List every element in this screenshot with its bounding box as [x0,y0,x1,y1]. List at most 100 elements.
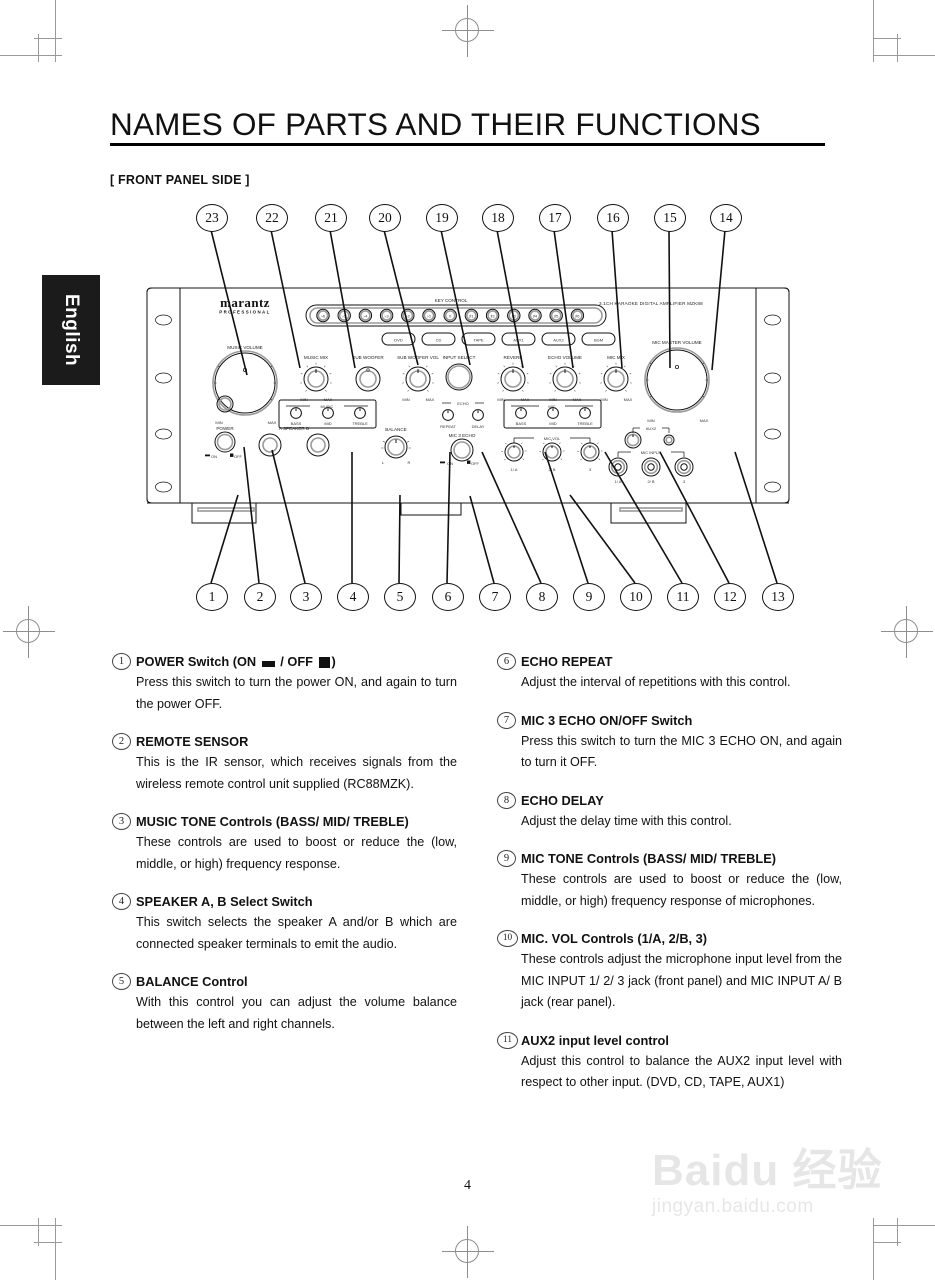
svg-text:♭5: ♭5 [342,313,347,318]
svg-text:DELAY: DELAY [472,424,485,429]
svg-text:ON: ON [447,461,453,466]
section-subheading: [ FRONT PANEL SIDE ] [110,173,250,187]
function-item-title: MUSIC TONE Controls (BASS/ MID/ TREBLE) [136,814,409,829]
callout-top-20: 20 [369,204,401,232]
function-item-title-pre: POWER Switch (ON [136,654,260,669]
callout-top-19: 19 [426,204,458,232]
function-item-title: AUX2 input level control [521,1032,669,1048]
function-item-title: REMOTE SENSOR [136,734,249,749]
callout-bottom-6: 6 [432,583,464,611]
crop-mark-bottom-left [0,1160,120,1280]
svg-text:♭4: ♭4 [363,313,368,318]
svg-text:2/ B: 2/ B [548,467,555,472]
registration-mark-right [881,606,933,658]
function-item-body: These controls adjust the microphone inp… [521,952,842,1009]
svg-text:MIN: MIN [647,418,654,423]
svg-text:REVERB: REVERB [504,355,523,360]
function-item-title: POWER Switch (ON / OFF ) [136,652,457,671]
svg-text:MIC VOL: MIC VOL [544,436,561,441]
svg-text:AUX2: AUX2 [553,337,564,342]
svg-text:MID: MID [324,421,331,426]
function-item-body: With this control you can adjust the vol… [136,995,457,1031]
svg-text:1/ A: 1/ A [511,467,518,472]
function-item-body: This switch selects the speaker A and/or… [136,915,457,951]
svg-text:ON: ON [211,454,217,459]
function-item-title-post: ) [331,654,336,669]
svg-text:TREBLE: TREBLE [352,421,368,426]
function-item-number: 5 [112,973,131,990]
svg-text:MIC INPUT: MIC INPUT [641,450,662,455]
callout-bottom-7: 7 [479,583,511,611]
svg-text:1/ A: 1/ A [615,479,622,484]
callout-top-21: 21 [315,204,347,232]
svg-text:INPUT SELECT: INPUT SELECT [443,355,476,360]
svg-text:SUB WOOFER VOL: SUB WOOFER VOL [397,355,439,360]
function-item-title: SPEAKER A, B Select Switch [136,894,313,909]
svg-text:♯5: ♯5 [554,313,559,318]
callout-bottom-13: 13 [762,583,794,611]
svg-text:BGM: BGM [594,337,603,342]
page-title: NAMES OF PARTS AND THEIR FUNCTIONS [110,106,761,142]
function-item-title: BALANCE Control [136,974,248,989]
svg-text:♯1: ♯1 [469,313,474,318]
callout-top-18: 18 [482,204,514,232]
svg-text:BASS: BASS [516,421,527,426]
language-tab-label: English [61,293,82,367]
svg-text:MAX: MAX [268,420,277,425]
callout-bottom-11: 11 [667,583,699,611]
function-item-body: This is the IR sensor, which receives si… [136,755,457,791]
callout-top-23: 23 [196,204,228,232]
svg-text:AUX2: AUX2 [646,426,657,431]
function-item-number: 2 [112,733,131,750]
page-number: 4 [464,1178,471,1193]
function-item-number: 3 [112,813,131,830]
callout-bottom-1: 1 [196,583,228,611]
svg-text:ECHO: ECHO [457,401,469,406]
crop-mark-top-left [0,0,120,120]
function-item-3: 3 MUSIC TONE Controls (BASS/ MID/ TREBLE)… [112,812,457,875]
callout-bottom-3: 3 [290,583,322,611]
svg-text:♯3: ♯3 [512,313,517,318]
svg-text:3: 3 [683,479,686,484]
function-item-number: 9 [497,850,516,867]
amplifier-front-panel-diagram: .ln{fill:none;stroke:#111;stroke-width:1… [146,282,790,530]
title-underline [110,143,825,146]
function-item-title: MIC TONE Controls (BASS/ MID/ TREBLE) [521,851,776,866]
svg-text:PROFESSIONAL: PROFESSIONAL [219,310,270,315]
function-item-body: Adjust the delay time with this control. [521,813,732,828]
function-item-body: Press this switch to turn the power ON, … [136,675,457,711]
svg-text:SUB WOOFER: SUB WOOFER [352,355,384,360]
svg-text:MID: MID [549,421,556,426]
callout-top-17: 17 [539,204,571,232]
svg-text:MIN: MIN [497,397,504,402]
function-item-body: Press this switch to turn the MIC 3 ECHO… [521,733,842,770]
svg-text:AUX1: AUX1 [513,337,524,342]
svg-text:♭1: ♭1 [427,313,432,318]
svg-text:MUSIC MIX: MUSIC MIX [304,355,328,360]
svg-text:3: 3 [589,467,592,472]
svg-text:KEY CONTROL: KEY CONTROL [435,298,468,303]
svg-text:MUSIC: MUSIC [321,404,334,409]
svg-text:MIN: MIN [600,397,607,402]
callout-bottom-12: 12 [714,583,746,611]
function-item-title: MIC. VOL Controls (1/A, 2/B, 3) [521,931,708,946]
function-item-2: 2 REMOTE SENSOR This is the IR sensor, whi… [112,732,457,795]
power-off-glyph-icon [318,657,330,669]
callout-top-14: 14 [710,204,742,232]
svg-text:MIN: MIN [215,420,222,425]
svg-text:♯4: ♯4 [533,313,538,318]
svg-text:POWER: POWER [216,426,234,431]
svg-text:OFF: OFF [471,461,480,466]
function-item-number: 10 [497,930,518,947]
function-item-number: 7 [497,711,516,729]
svg-text:0: 0 [449,313,452,318]
